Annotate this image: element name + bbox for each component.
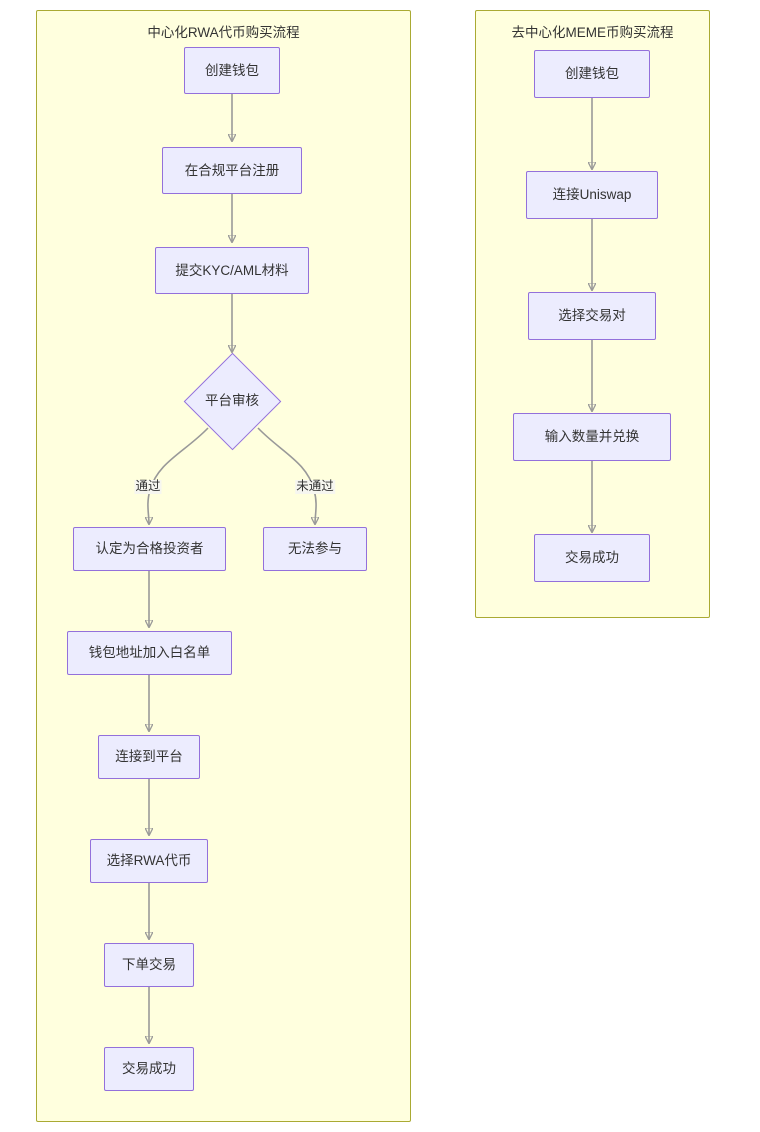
node-label: 创建钱包: [565, 66, 619, 82]
node-transaction-success-decentralized[interactable]: 交易成功: [534, 534, 650, 582]
subgraph-centralized-title: 中心化RWA代币购买流程: [147, 25, 300, 40]
node-label: 提交KYC/AML材料: [175, 262, 289, 278]
edge-label-pass: 通过: [134, 479, 162, 494]
node-label: 连接到平台: [115, 749, 183, 765]
node-label: 选择交易对: [558, 308, 626, 324]
edge-label-fail: 未通过: [295, 479, 335, 494]
node-wallet-whitelist[interactable]: 钱包地址加入白名单: [67, 631, 232, 675]
node-qualified-investor[interactable]: 认定为合格投资者: [73, 527, 226, 571]
node-submit-kyc-aml[interactable]: 提交KYC/AML材料: [155, 247, 309, 294]
node-label: 交易成功: [122, 1061, 176, 1077]
node-platform-review[interactable]: 平台审核: [183, 352, 281, 450]
node-transaction-success-centralized[interactable]: 交易成功: [104, 1047, 194, 1091]
node-create-wallet-decentralized[interactable]: 创建钱包: [534, 50, 650, 98]
node-label: 无法参与: [288, 541, 342, 557]
node-label: 钱包地址加入白名单: [88, 645, 211, 661]
node-connect-platform[interactable]: 连接到平台: [98, 735, 200, 779]
node-select-trading-pair[interactable]: 选择交易对: [528, 292, 656, 340]
node-label: 认定为合格投资者: [95, 541, 204, 557]
node-register-compliant-platform[interactable]: 在合规平台注册: [162, 147, 302, 194]
node-label: 平台审核: [205, 393, 259, 409]
node-connect-uniswap[interactable]: 连接Uniswap: [526, 171, 658, 219]
node-label: 下单交易: [122, 957, 176, 973]
node-create-wallet-centralized[interactable]: 创建钱包: [184, 47, 280, 94]
node-label: 在合规平台注册: [184, 162, 280, 178]
node-label: 输入数量并兑换: [544, 429, 640, 445]
node-enter-amount-swap[interactable]: 输入数量并兑换: [513, 413, 671, 461]
node-label: 连接Uniswap: [552, 187, 632, 203]
node-label: 创建钱包: [205, 62, 259, 78]
node-cannot-participate[interactable]: 无法参与: [263, 527, 367, 571]
node-select-rwa-token[interactable]: 选择RWA代币: [90, 839, 208, 883]
node-label: 交易成功: [565, 550, 619, 566]
node-label: 选择RWA代币: [106, 853, 192, 869]
node-place-order[interactable]: 下单交易: [104, 943, 194, 987]
subgraph-decentralized-title: 去中心化MEME币购买流程: [511, 25, 674, 40]
